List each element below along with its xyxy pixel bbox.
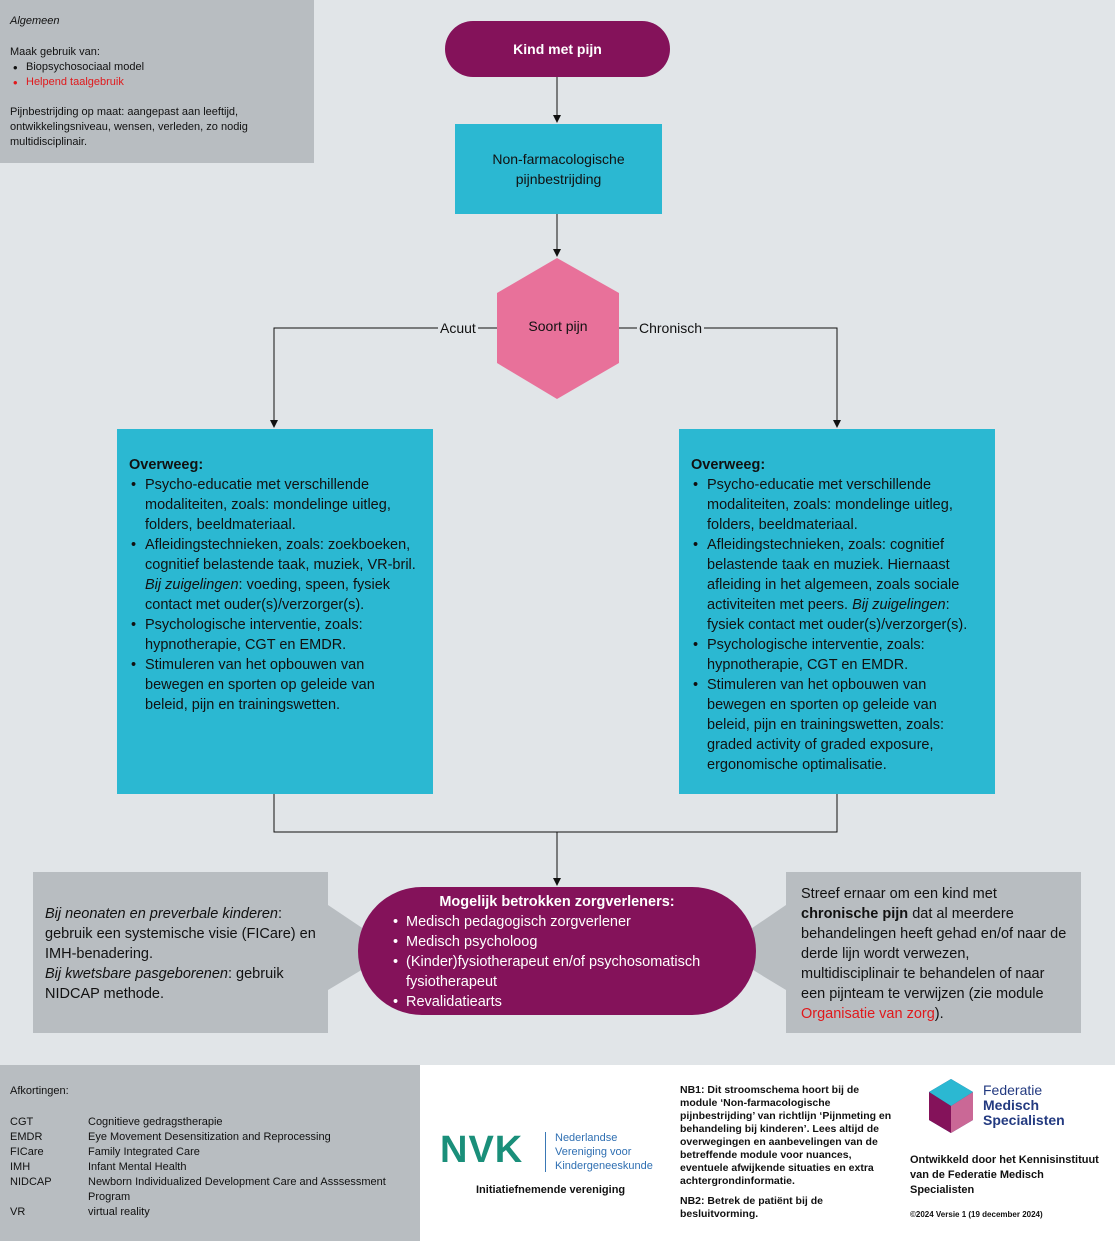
nvk-name-line: Kindergeneeskunde [555, 1160, 653, 1172]
note-nb1: NB1: Dit stroomschema hoort bij de modul… [680, 1084, 892, 1187]
nvk-name-line: Vereniging voor [555, 1146, 632, 1158]
branch-label-chronic: Chronisch [637, 320, 705, 336]
chronic-considerations-box: Overweeg: Psycho-educatie met verschille… [679, 429, 995, 794]
organisatie-van-zorg-link[interactable]: Organisatie van zorg [801, 1006, 935, 1022]
general-use-intro: Maak gebruik van: [10, 46, 100, 58]
chronic-suckling-label: Bij zuigelingen [852, 597, 946, 613]
abbr-value: virtual reality [88, 1206, 150, 1218]
fms-name-line: Specialisten [983, 1112, 1065, 1128]
acute-title: Overweeg: [129, 457, 204, 473]
providers-title: Mogelijk betrokken zorgverleners: [439, 894, 675, 910]
decision-label: Soort pijn [528, 318, 588, 334]
nvk-name: Nederlandse Vereniging voor Kindergenees… [555, 1131, 653, 1173]
abbr-key: CGT [10, 1116, 34, 1128]
chronic-list: Psycho-educatie met verschillende modali… [691, 475, 983, 775]
fms-developed-by: Ontwikkeld door het Kennisinstituut van … [910, 1154, 1099, 1196]
chronic-note-end: ). [934, 1006, 944, 1022]
chronic-item: Psychologische interventie, zoals: hypno… [693, 635, 983, 675]
fms-name-line: Federatie [983, 1082, 1043, 1098]
notes-block: NB1: Dit stroomschema hoort bij de modul… [680, 1084, 895, 1228]
acute-suckling-label: Bij zuigelingen [145, 577, 239, 593]
decision-hexagon [497, 258, 619, 399]
connector-merge [273, 794, 838, 833]
branch-label-acute: Acuut [438, 320, 478, 336]
chronic-title: Overweeg: [691, 457, 766, 473]
chronic-suckling-text: : fysiek contact met ouder(s)/verzorger(… [707, 597, 968, 633]
providers-list: Medisch pedagogisch zorgverlener Medisch… [393, 912, 736, 1012]
note-nb2: NB2: Betrek de patiënt bij de besluitvor… [680, 1195, 823, 1220]
abbr-value: Eye Movement Desensitization and Reproce… [88, 1131, 331, 1143]
general-use-item: Biopsychosociaal model [13, 60, 304, 75]
acute-item: Psychologische interventie, zoals: hypno… [131, 615, 421, 655]
fms-version: ©2024 Versie 1 (19 december 2024) [910, 1210, 1043, 1219]
provider-item: (Kinder)fysiotherapeut en/of psychosomat… [393, 952, 736, 992]
chronic-note-bold: chronische pijn [801, 906, 909, 922]
abbr-value: Infant Mental Health [88, 1161, 187, 1173]
abbr-value: Newborn Individualized Development Care … [88, 1176, 386, 1203]
abbr-value: Family Integrated Care [88, 1146, 200, 1158]
acute-considerations-box: Overweeg: Psycho-educatie met verschille… [117, 429, 433, 794]
nvk-logo-divider [545, 1132, 546, 1172]
abbr-key: IMH [10, 1161, 31, 1173]
abbreviation-row: VR virtual reality [10, 1205, 410, 1220]
general-tailored-text: Pijnbestrijding op maat: aangepast aan l… [10, 106, 248, 148]
chronic-item: Afleidingstechnieken, zoals: cognitief b… [693, 535, 983, 635]
connector-acute-branch [270, 327, 497, 428]
chronic-note-callout: Streef ernaar om een kind met chronische… [786, 872, 1081, 1033]
abbreviation-row: IMH Infant Mental Health [10, 1160, 410, 1175]
neonate-callout: Bij neonaten en preverbale kinderen: geb… [33, 872, 328, 1033]
general-panel: Algemeen Maak gebruik van: Biopsychosoci… [0, 0, 314, 163]
general-use-list: Biopsychosociaal model Helpend taalgebru… [10, 60, 304, 90]
acute-item: Psycho-educatie met verschillende modali… [131, 475, 421, 535]
connector-chronic-branch [619, 327, 841, 428]
abbr-key: FICare [10, 1146, 44, 1158]
providers-node: Mogelijk betrokken zorgverleners: Medisc… [358, 887, 756, 1015]
chronic-note-post: dat al meerdere behandelingen heeft geha… [801, 906, 1067, 1002]
chronic-item: Stimuleren van het opbouwen van bewegen … [693, 675, 983, 775]
fms-logo-icon [929, 1079, 973, 1133]
abbr-value: Cognitieve gedragstherapie [88, 1116, 223, 1128]
acute-suckling-text: : voeding, speen, fysiek contact met oud… [145, 577, 391, 613]
abbr-key: VR [10, 1206, 26, 1218]
acute-item: Afleidingstechnieken, zoals: zoekboeken,… [131, 535, 421, 615]
acute-list: Psycho-educatie met verschillende modali… [129, 475, 421, 715]
abbreviation-row: FICare Family Integrated Care [10, 1145, 410, 1160]
abbreviations-panel: Afkortingen: CGT Cognitieve gedragstherap… [0, 1065, 420, 1241]
fms-name: Federatie Medisch Specialisten [983, 1083, 1065, 1128]
nonpharm-node: Non-farmacologische pijnbestrijding [455, 124, 662, 214]
provider-item: Medisch psycholoog [393, 932, 736, 952]
chronic-item: Psycho-educatie met verschillende modali… [693, 475, 983, 535]
neonate-text-1: : gebruik een systemische visie (FICare)… [45, 906, 316, 962]
neonate-text-2: : gebruik NIDCAP methode. [45, 966, 284, 1002]
abbreviation-row: EMDR Eye Movement Desensitization and Rep… [10, 1130, 410, 1145]
chronic-note-pre: Streef ernaar om een kind met [801, 886, 997, 902]
general-title: Algemeen [10, 15, 60, 27]
fms-name-line: Medisch [983, 1097, 1040, 1113]
abbreviations-title: Afkortingen: [10, 1085, 69, 1097]
provider-item: Revalidatiearts [393, 992, 736, 1012]
nvk-name-line: Nederlandse [555, 1132, 618, 1144]
neonate-label-1: Bij neonaten en preverbale kinderen [45, 906, 278, 922]
abbreviations-table: CGT Cognitieve gedragstherapie EMDR Eye Mo… [10, 1115, 410, 1220]
general-use-item-link[interactable]: Helpend taalgebruik [13, 75, 304, 90]
abbreviation-row: CGT Cognitieve gedragstherapie [10, 1115, 410, 1130]
start-node: Kind met pijn [445, 21, 670, 77]
provider-item: Medisch pedagogisch zorgverlener [393, 912, 736, 932]
nvk-caption: Initiatiefnemende vereniging [476, 1184, 626, 1196]
acute-item: Stimuleren van het opbouwen van bewegen … [131, 655, 421, 715]
abbr-key: EMDR [10, 1131, 43, 1143]
neonate-label-2: Bij kwetsbare pasgeborenen [45, 966, 228, 982]
abbr-key: NIDCAP [10, 1176, 52, 1188]
abbreviation-row: NIDCAP Newborn Individualized Development… [10, 1175, 410, 1205]
nvk-logo: NVK [440, 1129, 524, 1171]
